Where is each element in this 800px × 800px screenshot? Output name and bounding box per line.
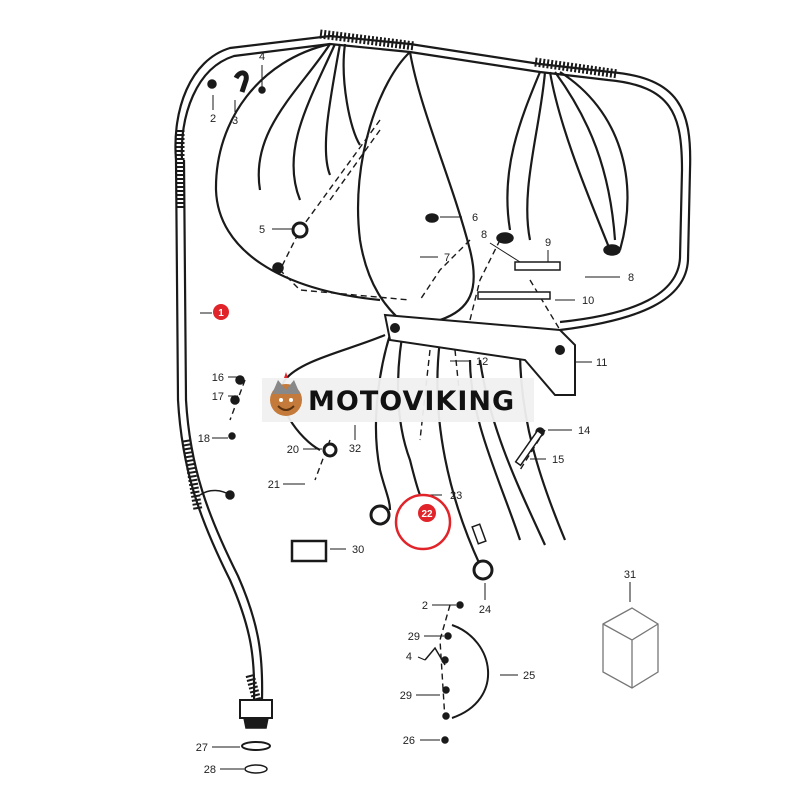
callout-6: 6 (472, 212, 478, 224)
connectors (199, 70, 621, 774)
callout-20: 20 (287, 444, 299, 456)
callout-4-bottom: 4 (406, 651, 412, 663)
callout-16: 16 (212, 372, 224, 384)
callout-4-top: 4 (259, 51, 265, 63)
watermark-banner: MOTOVIKING (262, 372, 534, 422)
callout-5: 5 (259, 224, 265, 236)
callout-22-ring (394, 493, 452, 551)
callout-7: 7 (444, 252, 450, 264)
callout-3: 3 (232, 115, 238, 127)
callout-11: 11 (596, 357, 607, 369)
part-31-box (602, 607, 659, 689)
main-harness (174, 34, 692, 701)
callout-32: 32 (349, 443, 361, 455)
callout-29-top: 29 (408, 631, 420, 643)
callout-31: 31 (624, 569, 636, 581)
callout-8-right: 8 (628, 272, 634, 284)
part-30-label-plate (290, 539, 328, 563)
callout-12: 12 (476, 356, 488, 368)
callout-1-label: 1 (218, 308, 224, 319)
callout-1-badge (213, 304, 229, 320)
callout-26: 26 (403, 735, 415, 747)
callout-29-bottom: 29 (400, 690, 412, 702)
callout-24: 24 (479, 604, 491, 616)
callout-22-label: 22 (421, 509, 433, 520)
viking-logo-icon (270, 372, 302, 416)
callout-leaders (200, 65, 631, 770)
callout-numbers: 2 3 4 5 6 7 8 9 8 10 11 12 14 15 16 17 1… (196, 51, 636, 776)
callout-30: 30 (352, 544, 364, 556)
callout-14: 14 (578, 425, 590, 437)
callout-2-top: 2 (210, 113, 216, 125)
callout-8-left: 8 (481, 229, 487, 241)
callout-28: 28 (204, 764, 216, 776)
callout-15: 15 (552, 454, 564, 466)
callout-18: 18 (198, 433, 210, 445)
callout-17: 17 (212, 391, 224, 403)
watermark-text: MOTOVIKING (308, 386, 515, 417)
callout-25: 25 (523, 670, 535, 682)
callout-21: 21 (268, 479, 280, 491)
callout-22-badge (418, 504, 436, 522)
callout-23: 23 (450, 490, 462, 502)
mounting-bracket (383, 313, 576, 396)
callout-2-bottom: 2 (422, 600, 428, 612)
callout-10: 10 (582, 295, 594, 307)
callout-27: 27 (196, 742, 208, 754)
callout-9: 9 (545, 237, 551, 249)
